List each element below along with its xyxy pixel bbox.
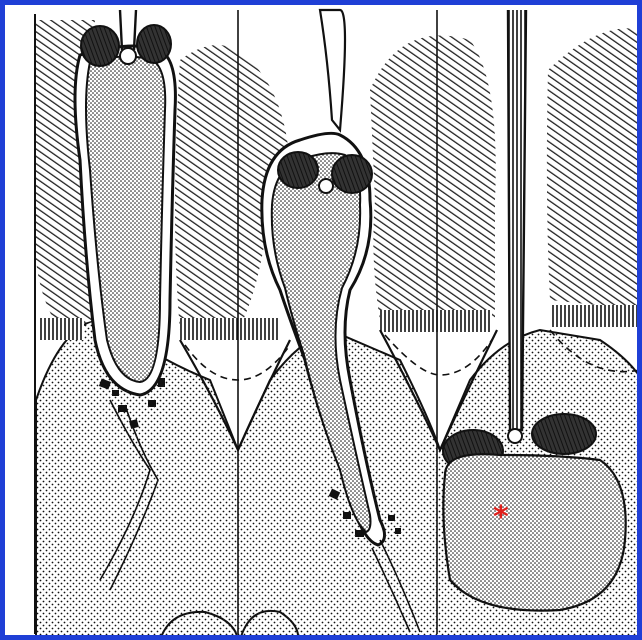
- sebaceous-lobe-right-b: [532, 414, 596, 454]
- asterisk-marker: *: [493, 503, 509, 533]
- striped-band-right: [380, 310, 492, 332]
- sebaceous-lobe-left-b: [137, 25, 171, 63]
- sebaceous-lobe-left-a: [81, 26, 119, 66]
- hair-bulb-right: [443, 454, 625, 610]
- sebaceous-lobe-middle-b: [332, 155, 372, 193]
- striped-band-center: [180, 318, 280, 340]
- hatched-region-right: [547, 28, 642, 310]
- striped-band-far-right: [550, 305, 640, 327]
- sebaceous-lobe-middle-a: [278, 152, 318, 188]
- hatched-region-center-right: [370, 36, 496, 320]
- striped-band-left: [40, 318, 84, 340]
